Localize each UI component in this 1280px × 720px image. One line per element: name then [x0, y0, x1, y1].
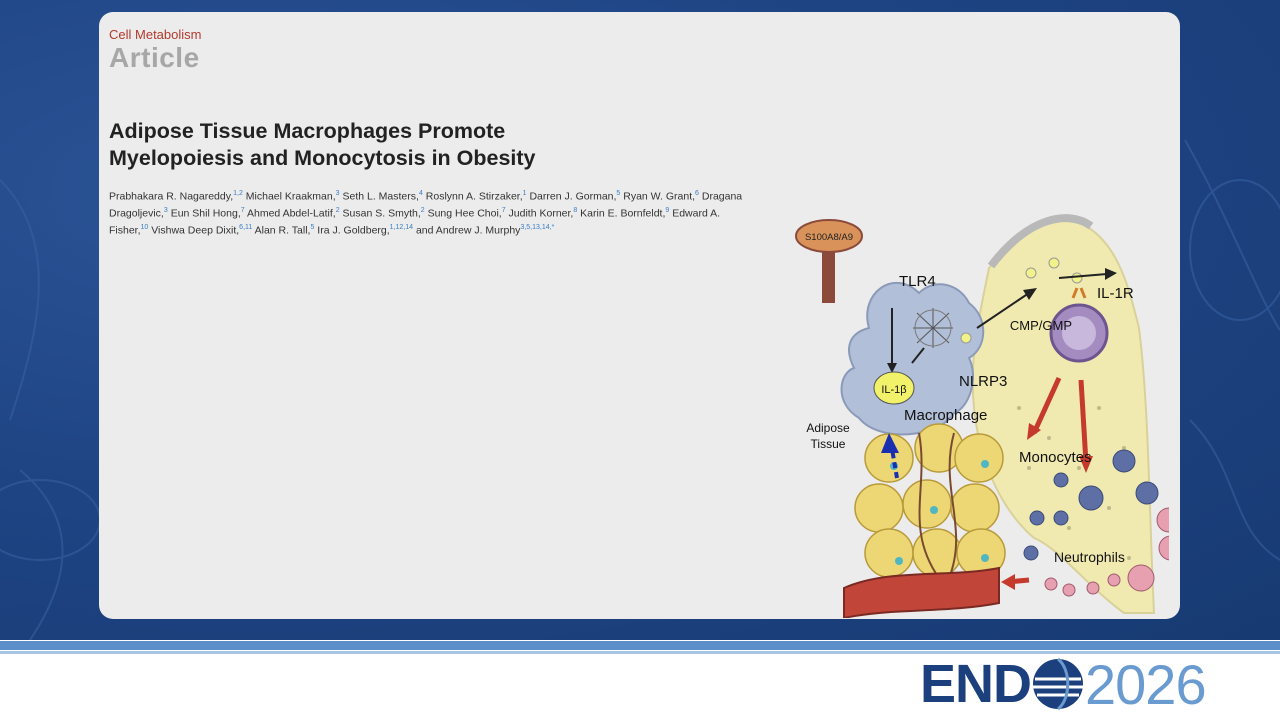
title-line-2: Myelopoiesis and Monocytosis in Obesity	[109, 146, 536, 170]
nlrp3-label: NLRP3	[959, 373, 1007, 390]
author-name: Ira J. Goldberg,	[317, 224, 390, 237]
author-affiliation: 10	[140, 224, 149, 231]
author-name: Darren J. Gorman,	[529, 190, 617, 203]
background-pattern	[0, 139, 1280, 640]
title-line-1: Adipose Tissue Macrophages Promote	[109, 119, 506, 143]
s100-bubble	[795, 219, 863, 253]
author-affiliation: 2	[335, 207, 340, 214]
neutrophil-group	[1044, 507, 1169, 597]
author-affiliation: 5	[616, 190, 621, 197]
author-affiliation: 1,12,14	[389, 224, 414, 231]
author-affiliation: 8	[573, 207, 578, 214]
author-name: Michael Kraakman,	[245, 190, 336, 203]
author-affiliation: 5	[310, 224, 315, 231]
author-affiliation: 7	[240, 207, 245, 214]
footer-rule-light	[0, 651, 1280, 654]
blood-vessel	[843, 566, 1000, 618]
author-name: Dragana Dragoljevic,	[109, 190, 743, 220]
slide-panel: Cell Metabolism Article Adipose Tissue M…	[99, 12, 1180, 619]
author-affiliation: 9	[665, 207, 670, 214]
neutrophils-label: Neutrophils	[1054, 549, 1125, 565]
author-affiliation: 1	[522, 190, 527, 197]
author-name: Karin E. Bornfeldt,	[580, 207, 666, 220]
author-affiliation: 7	[501, 207, 506, 214]
il1r-label: IL-1R	[1097, 285, 1134, 302]
author-affiliation: 2	[420, 207, 425, 214]
author-name: Roslynn A. Stirzaker,	[425, 190, 523, 203]
author-name: Judith Korner,	[508, 207, 574, 220]
article-label: Article	[109, 42, 200, 73]
adipose-label-1: Adipose	[806, 421, 850, 435]
tlr4-label: TLR4	[899, 273, 936, 290]
monocyte-group	[1023, 449, 1159, 561]
mechanism-figure: S100A8/A9 TLR4 NLRP3 IL-1β Macrophage Ad…	[795, 214, 1169, 618]
author-name: Eun Shil Hong,	[170, 207, 241, 220]
author-affiliation: 6	[695, 190, 699, 197]
s100-label: S100A8/A9	[805, 232, 853, 243]
author-name: Edward A. Fisher,	[109, 207, 721, 237]
author-name: Alan R. Tall,	[254, 224, 311, 237]
logo-brand: END	[920, 654, 1032, 714]
author-name: Sung Hee Choi,	[427, 207, 502, 220]
author-name: and Andrew J. Murphy	[415, 224, 521, 237]
monocytes-label: Monocytes	[1019, 449, 1092, 466]
cmp-gmp-label: CMP/GMP	[1010, 318, 1072, 333]
author-name: Susan S. Smyth,	[342, 207, 421, 220]
il1b-label: IL-1β	[881, 384, 906, 396]
globe-icon	[1033, 657, 1084, 711]
adipocyte-cluster	[854, 423, 1006, 578]
author-name: Prabhakara R. Nagareddy,	[109, 190, 234, 203]
author-affiliation: 1,2	[233, 190, 243, 197]
macrophage-label: Macrophage	[904, 407, 987, 424]
author-name: Ahmed Abdel-Latif,	[246, 207, 336, 220]
adipose-label-2: Tissue	[811, 437, 846, 451]
journal-name: Cell Metabolism	[109, 27, 202, 42]
il1b-bubble	[873, 371, 915, 405]
author-affiliation: 3	[163, 207, 168, 214]
author-affiliation: 3,5,13,14,*	[520, 224, 555, 231]
logo-year: 2026	[1085, 652, 1207, 716]
il1b-particle	[1025, 267, 1037, 279]
author-name: Ryan W. Grant,	[623, 190, 696, 203]
footer-rule	[0, 641, 1280, 650]
author-name: Seth L. Masters,	[342, 190, 419, 203]
author-name: Vishwa Deep Dixit,	[151, 224, 240, 237]
author-affiliation: 6,11	[239, 224, 253, 231]
author-list: Prabhakara R. Nagareddy,1,2 Michael Kraa…	[109, 187, 749, 238]
paper-title: Adipose Tissue Macrophages Promote Myelo…	[109, 118, 669, 172]
author-affiliation: 3	[335, 190, 340, 197]
endo-logo: END 2026	[920, 652, 1207, 716]
author-affiliation: 4	[418, 190, 423, 197]
